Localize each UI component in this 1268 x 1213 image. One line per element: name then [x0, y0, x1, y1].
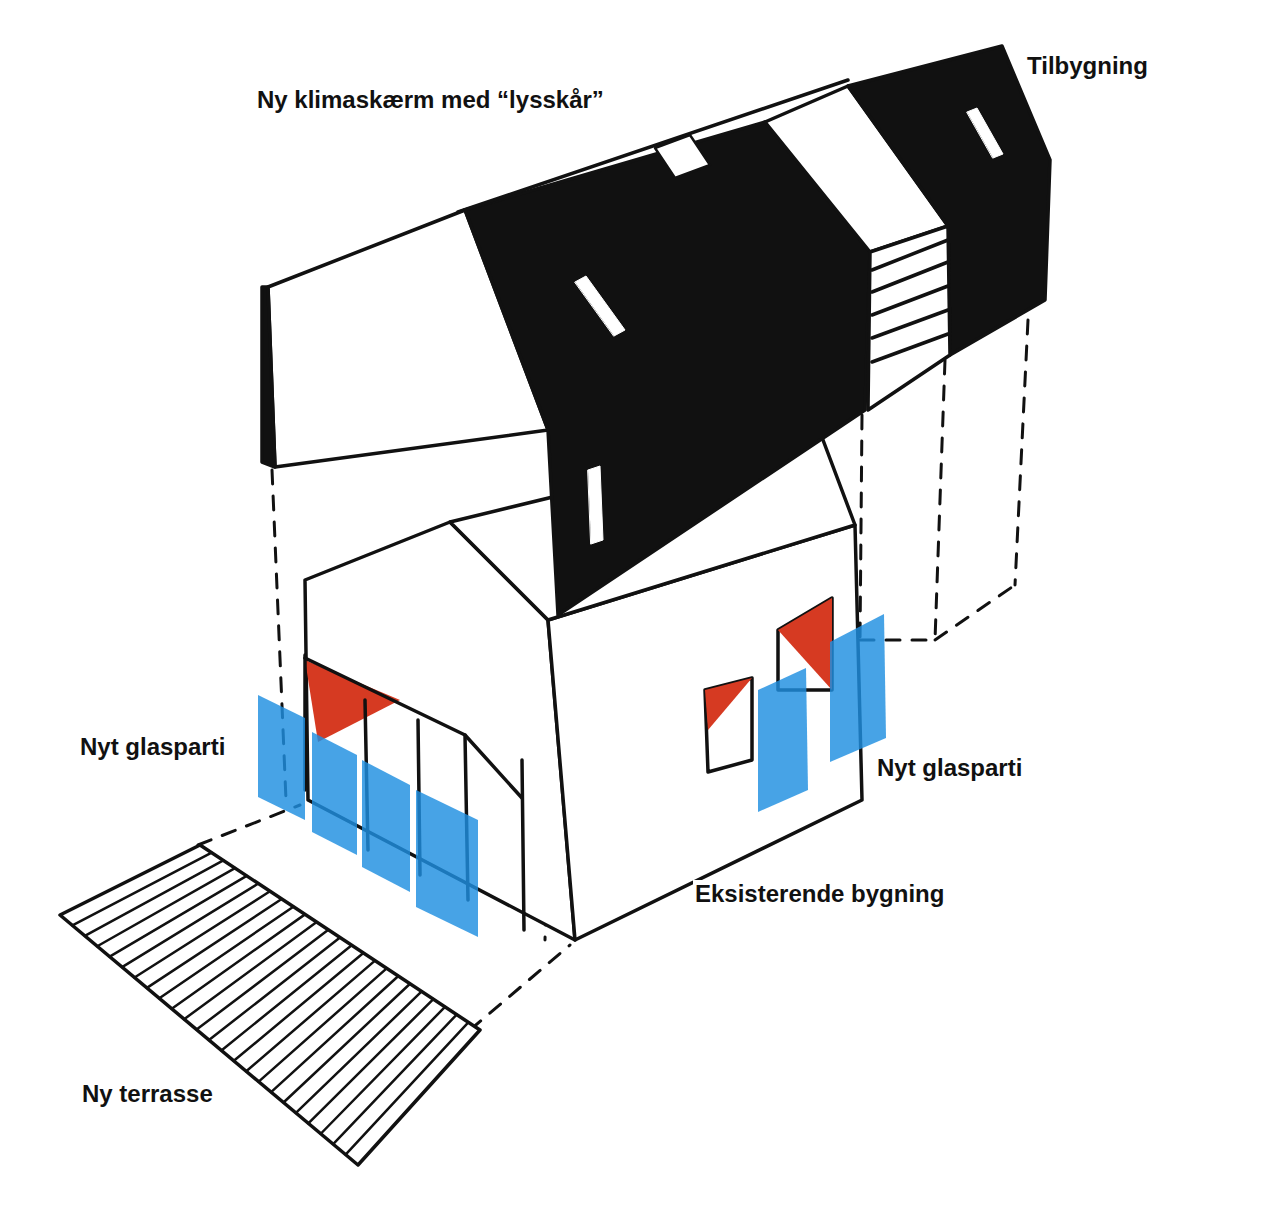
- terrace-board: [85, 860, 224, 935]
- callout-label: Ny terrasse: [80, 1080, 215, 1108]
- callout-label: Nyt glasparti: [78, 733, 227, 761]
- callout-label: Tilbygning: [1025, 52, 1150, 80]
- climate-shell: [262, 46, 1050, 615]
- terrace-board: [147, 899, 282, 988]
- skylight: [575, 108, 1003, 544]
- callout-label: Ny klimaskærm med “lysskår”: [255, 86, 606, 114]
- terrace-board: [97, 868, 235, 946]
- terrace-board: [346, 1022, 469, 1154]
- terrace-board: [122, 884, 258, 968]
- terrace-board: [333, 1015, 457, 1145]
- callout-label: Nyt glasparti: [875, 754, 1024, 782]
- terrace-board: [135, 891, 271, 977]
- terrace-board: [110, 876, 247, 957]
- terrace-board: [72, 853, 211, 926]
- front-opening: [305, 655, 524, 930]
- terrace: [60, 845, 480, 1165]
- callout-label: Eksisterende bygning: [693, 880, 946, 908]
